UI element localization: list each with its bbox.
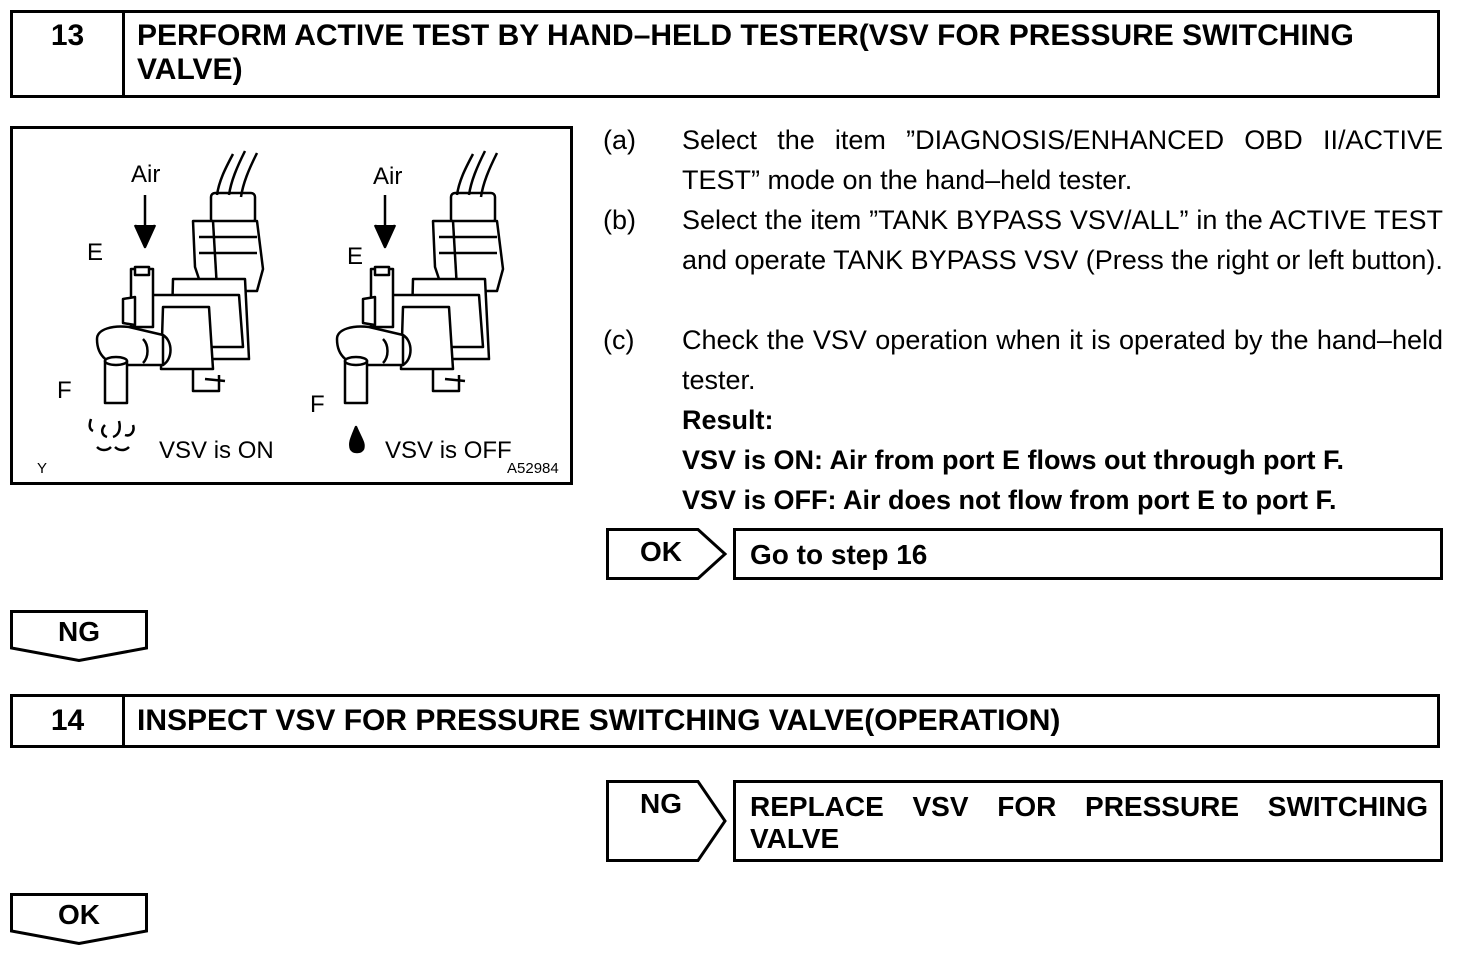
- left-valve-body: [88, 150, 265, 452]
- instruction-text: Check the VSV operation when it is opera…: [682, 325, 1443, 395]
- result-off-line: VSV is OFF: Air does not flow from port …: [682, 485, 1337, 515]
- right-port-e-label: E: [347, 243, 364, 270]
- instruction-tag: (a): [603, 125, 636, 155]
- step-title: INSPECT VSV FOR PRESSURE SWITCHING VALVE…: [137, 704, 1061, 737]
- instruction-text: Select the item ”TANK BYPASS VSV/ALL” in…: [682, 205, 1443, 275]
- down-tag-shape: [10, 610, 148, 663]
- ok-tag-label: OK: [640, 536, 682, 567]
- instruction-c: (c) Check the VSV operation when it is o…: [603, 320, 1443, 400]
- left-port-e-label: E: [87, 239, 104, 266]
- pentagon-shape: [606, 528, 728, 580]
- figure-code: A52984: [507, 460, 559, 477]
- ng-tag-label: NG: [640, 788, 682, 819]
- step-title: PERFORM ACTIVE TEST BY HAND–HELD TESTER(…: [137, 19, 1354, 86]
- corner-mark: Y: [37, 460, 48, 477]
- right-air-label: Air: [373, 163, 403, 190]
- down-tag-shape: [10, 893, 148, 946]
- instruction-tag: (b): [603, 205, 636, 235]
- go-to-step-16-box: Go to step 16: [733, 528, 1443, 580]
- ok-branch-tag: OK: [606, 528, 728, 580]
- ng-flow-label: NG: [58, 616, 100, 647]
- instruction-text: Select the item ”DIAGNOSIS/ENHANCED OBD …: [682, 125, 1443, 195]
- ng-branch-tag: NG: [606, 780, 728, 862]
- drop-icon: [348, 425, 365, 454]
- right-caption: VSV is OFF: [385, 437, 512, 464]
- step-14-header: 14 INSPECT VSV FOR PRESSURE SWITCHING VA…: [10, 694, 1440, 748]
- step-13-header: 13 PERFORM ACTIVE TEST BY HAND–HELD TEST…: [10, 10, 1440, 98]
- left-air-label: Air: [131, 161, 161, 188]
- result-heading: Result:: [682, 405, 774, 435]
- step-number: 14: [13, 697, 125, 745]
- instruction-a: (a) Select the item ”DIAGNOSIS/ENHANCED …: [603, 120, 1443, 200]
- right-valve-body: [335, 150, 505, 405]
- vsv-drawing: [88, 150, 505, 454]
- ok-flow-label: OK: [58, 899, 100, 930]
- left-port-f-label: F: [57, 377, 72, 404]
- right-port-f-label: F: [310, 391, 325, 418]
- replace-vsv-box: REPLACE VSV FOR PRESSURE SWITCHING VALVE: [733, 780, 1443, 862]
- instruction-tag: (c): [603, 325, 635, 355]
- ok-flow-tag: OK: [10, 893, 148, 946]
- pentagon-shape: [606, 780, 727, 862]
- left-caption: VSV is ON: [159, 437, 274, 464]
- result-on-line: VSV is ON: Air from port E flows out thr…: [682, 445, 1344, 475]
- vsv-illustration: Air E F VSV is ON Air E F VSV is OFF Y A…: [10, 126, 573, 485]
- instruction-b: (b) Select the item ”TANK BYPASS VSV/ALL…: [603, 200, 1443, 320]
- ng-flow-tag: NG: [10, 610, 148, 663]
- step-number: 13: [13, 13, 125, 95]
